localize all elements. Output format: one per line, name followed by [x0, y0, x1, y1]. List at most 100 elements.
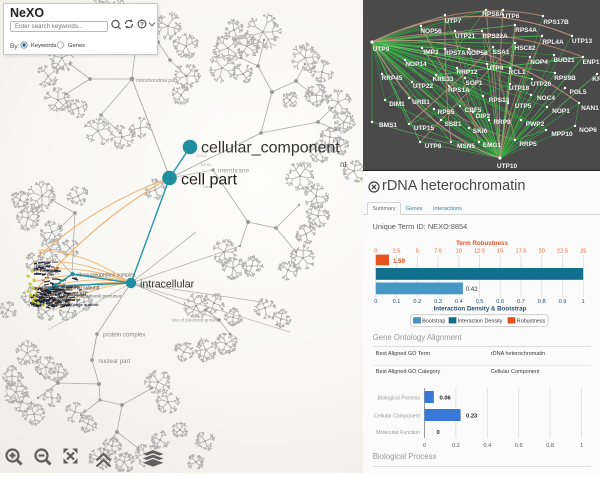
svg-text:RPL4A: RPL4A [542, 39, 564, 46]
svg-text:0.6: 0.6 [496, 299, 504, 305]
svg-text:nuclear part: nuclear part [99, 359, 131, 365]
svg-text:5: 5 [416, 248, 419, 254]
svg-text:NOP4: NOP4 [58, 298, 70, 303]
svg-text:Interaction Density: Interaction Density [458, 318, 503, 324]
svg-text:UTP4: UTP4 [487, 65, 504, 72]
svg-text:10: 10 [456, 248, 462, 254]
svg-text:0.7: 0.7 [517, 299, 525, 305]
svg-text:UTP10: UTP10 [497, 163, 518, 170]
svg-text:RPS1A: RPS1A [448, 87, 470, 94]
svg-text:RPS5: RPS5 [438, 109, 455, 116]
svg-text:0: 0 [374, 299, 377, 305]
svg-text:URB1: URB1 [412, 99, 430, 106]
svg-text:UTP5: UTP5 [515, 103, 532, 110]
svg-text:UTP9: UTP9 [373, 46, 390, 53]
svg-text:0.23: 0.23 [466, 413, 478, 419]
svg-text:RPS8A2: RPS8A2 [40, 268, 56, 273]
svg-text:1: 1 [580, 443, 583, 449]
svg-text:ENP1: ENP1 [583, 59, 600, 66]
svg-text:Term Robustness: Term Robustness [456, 240, 508, 247]
svg-text:0.06: 0.06 [440, 395, 452, 401]
svg-text:Molecular Function: Molecular Function [376, 430, 420, 436]
svg-text:BMS1: BMS1 [379, 122, 397, 129]
svg-text:17.5: 17.5 [516, 248, 527, 254]
svg-text:1.59: 1.59 [393, 257, 406, 264]
svg-text:cellular_component: cellular_component [201, 140, 340, 157]
svg-text:22.5: 22.5 [557, 248, 568, 254]
svg-text:Bootstrap: Bootstrap [422, 318, 445, 324]
svg-text:UTP21: UTP21 [455, 33, 476, 40]
svg-text:RPS22A: RPS22A [482, 33, 508, 40]
svg-text:RRP5: RRP5 [519, 141, 537, 148]
svg-text:0: 0 [437, 430, 440, 436]
svg-text:0: 0 [423, 443, 426, 449]
svg-text:NOP6: NOP6 [579, 127, 597, 134]
svg-text:0.4: 0.4 [483, 443, 491, 449]
svg-text:small subunit processome: small subunit processome [36, 292, 87, 297]
svg-text:EMG1: EMG1 [483, 142, 502, 149]
svg-text:20: 20 [539, 248, 545, 254]
svg-text:RPS17B: RPS17B [543, 19, 569, 26]
svg-text:UTP18: UTP18 [509, 85, 530, 92]
svg-text:ribonucleoprotein complex: ribonucleoprotein complex [77, 273, 136, 279]
svg-text:NOP58: NOP58 [466, 50, 488, 57]
svg-text:0.2: 0.2 [413, 299, 421, 305]
svg-text:0.6: 0.6 [515, 443, 523, 449]
svg-text:SOF1: SOF1 [466, 80, 483, 87]
svg-text:SKI6: SKI6 [473, 128, 488, 135]
svg-text:1: 1 [582, 299, 585, 305]
svg-text:SSA1: SSA1 [493, 49, 510, 56]
svg-text:preribosome large subunit: preribosome large subunit [48, 302, 99, 307]
svg-text:UTP20: UTP20 [531, 81, 552, 88]
svg-text:RPS9B: RPS9B [554, 75, 576, 82]
svg-text:90S preribosome: 90S preribosome [40, 287, 73, 292]
svg-text:2.5: 2.5 [393, 248, 401, 254]
svg-text:Biological Process: Biological Process [378, 395, 421, 401]
svg-text:UTP7: UTP7 [445, 18, 462, 25]
svg-text:nt: nt [340, 160, 347, 169]
svg-text:POL5: POL5 [570, 89, 587, 96]
svg-text:15: 15 [497, 248, 503, 254]
svg-text:membrane: membrane [218, 168, 249, 175]
svg-text:NOP56: NOP56 [420, 28, 442, 35]
svg-text:0: 0 [374, 248, 377, 254]
svg-text:CBF5: CBF5 [465, 107, 482, 114]
svg-text:KEX2: KEX2 [201, 162, 212, 167]
svg-text:NOP1: NOP1 [552, 108, 570, 115]
svg-text:intracellular: intracellular [140, 279, 195, 291]
svg-text:NOP4: NOP4 [530, 59, 548, 66]
svg-text:SSB1: SSB1 [445, 121, 462, 128]
svg-text:processome UTP: processome UTP [55, 290, 88, 295]
svg-text:RPS13: RPS13 [489, 97, 510, 104]
svg-text:RCL1: RCL1 [509, 69, 526, 76]
svg-text:UTP8: UTP8 [425, 143, 442, 150]
svg-text:RPS4A: RPS4A [515, 27, 537, 34]
svg-text:site of polarized growth: site of polarized growth [172, 318, 219, 323]
svg-text:7.5: 7.5 [434, 248, 442, 254]
svg-text:RRP12 complex: RRP12 complex [40, 295, 71, 300]
svg-text:HSC82: HSC82 [515, 45, 536, 52]
svg-text:RRP12: RRP12 [457, 69, 478, 76]
svg-text:RPS7A: RPS7A [444, 50, 466, 57]
svg-text:0.9: 0.9 [559, 299, 567, 305]
svg-text:RPS1A: RPS1A [45, 271, 60, 276]
svg-text:25: 25 [580, 248, 586, 254]
svg-text:UTP15: UTP15 [414, 125, 435, 132]
svg-text:MSN5: MSN5 [457, 143, 475, 150]
svg-text:0.8: 0.8 [546, 443, 554, 449]
svg-text:RPS22A: RPS22A [36, 263, 52, 268]
svg-text:MPP10: MPP10 [551, 131, 573, 138]
svg-text:NOP14: NOP14 [405, 61, 427, 68]
svg-text:35S primary transcript: 35S primary transcript [38, 297, 81, 302]
svg-text:UTP13: UTP13 [572, 38, 593, 45]
svg-text:NOC4: NOC4 [537, 95, 555, 102]
svg-text:12.5: 12.5 [474, 248, 485, 254]
svg-text:protein complex: protein complex [103, 333, 145, 339]
svg-text:0.4: 0.4 [455, 299, 463, 305]
svg-text:Robustness: Robustness [517, 318, 546, 324]
svg-text:RPS0A RPS21B: RPS0A RPS21B [40, 301, 70, 306]
svg-text:KRE33: KRE33 [433, 76, 454, 83]
svg-text:NAN1: NAN1 [581, 105, 599, 112]
svg-text:UTP22: UTP22 [413, 83, 434, 90]
svg-text:DIM1: DIM1 [389, 101, 405, 108]
